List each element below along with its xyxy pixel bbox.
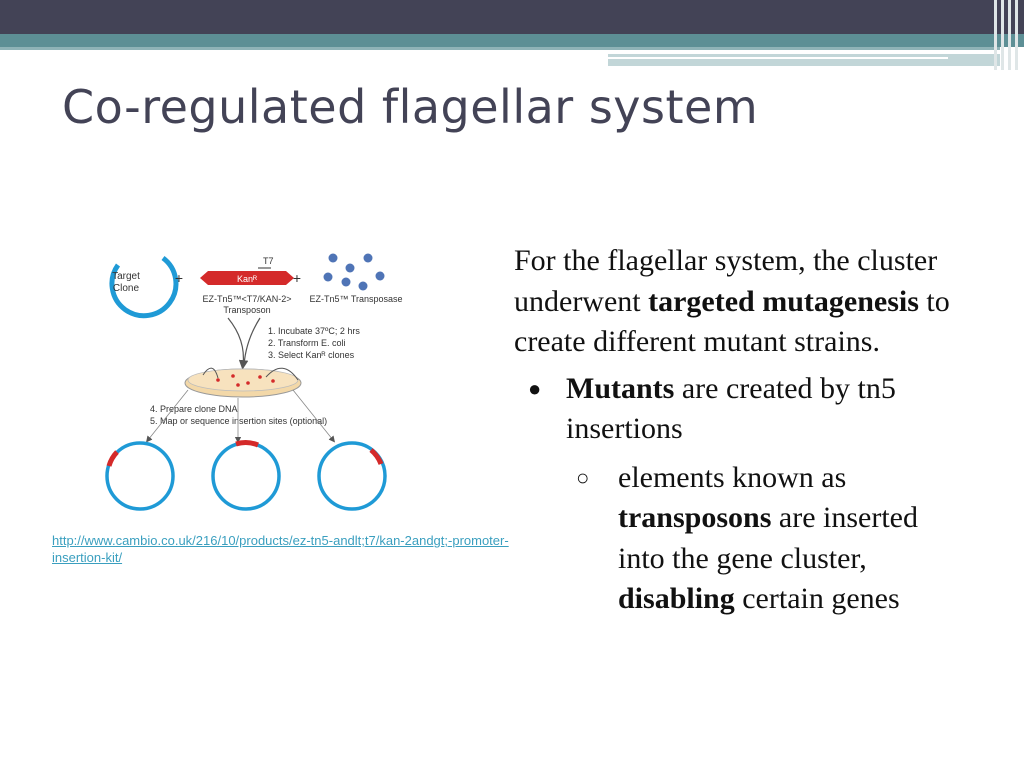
mutant-plasmid-2 <box>211 440 281 511</box>
step-4: 4. Prepare clone DNA <box>150 404 238 414</box>
plus-1: + <box>175 270 183 286</box>
bullet-transposons: ○ elements known as transposons are inse… <box>514 458 954 620</box>
header-teal-line <box>0 47 1000 50</box>
body-text: For the flagellar system, the cluster un… <box>514 241 954 620</box>
corner-stripes <box>990 0 1024 70</box>
intro-paragraph: For the flagellar system, the cluster un… <box>514 244 950 358</box>
step-2: 2. Transform E. coli <box>268 338 346 348</box>
step-3: 3. Select Kanᴿ clones <box>268 350 355 360</box>
header-dark-band <box>0 0 1024 34</box>
target-clone-label: Target <box>112 271 140 282</box>
target-clone-plasmid <box>109 255 179 319</box>
kan-transposon <box>200 271 294 285</box>
bullet-hollow-icon: ○ <box>576 464 590 490</box>
header-white-line <box>608 57 948 59</box>
transposon-diagram: Target Clone + T7 Kanᴿ EZ-Tn5™<T7/KAN-2>… <box>105 253 403 511</box>
transposon-label-2: Transposon <box>223 305 270 315</box>
target-clone-label-2: Clone <box>113 283 140 294</box>
transposase-dots <box>323 253 385 291</box>
header-bar <box>0 0 1024 66</box>
mutant-plasmid-3 <box>317 441 387 511</box>
step-5: 5. Map or sequence insertion sites (opti… <box>150 416 327 426</box>
step-1: 1. Incubate 37ºC; 2 hrs <box>268 326 360 336</box>
header-teal-band <box>0 34 1024 47</box>
mutant-plasmid-1 <box>105 441 175 511</box>
slide-title: Co-regulated flagellar system <box>62 80 759 134</box>
transposon-label: EZ-Tn5™<T7/KAN-2> <box>202 294 291 304</box>
kan-label: Kanᴿ <box>237 274 257 284</box>
t7-label: T7 <box>263 256 274 266</box>
transposase-label: EZ-Tn5™ Transposase <box>309 294 402 304</box>
bullet-mutants: ● Mutants are created by tn5 insertions <box>514 369 954 450</box>
header-light-band <box>608 54 1000 66</box>
source-link[interactable]: http://www.cambio.co.uk/216/10/products/… <box>52 533 509 565</box>
plus-2: + <box>293 270 301 286</box>
bullet-filled-icon: ● <box>528 375 542 401</box>
colonies <box>216 374 275 387</box>
